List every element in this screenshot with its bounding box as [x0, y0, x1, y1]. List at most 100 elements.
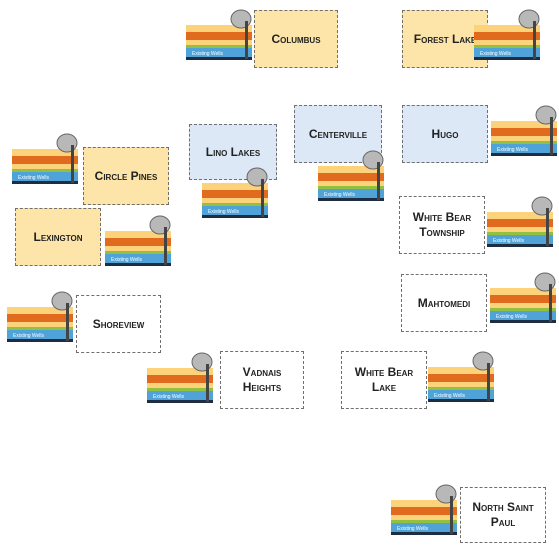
green-layer — [428, 387, 494, 390]
sand-layer-lower — [491, 136, 557, 141]
well-pipe — [377, 162, 380, 200]
city-box-mahtomedi: Mahtomedi — [401, 274, 487, 332]
sand-layer — [474, 25, 540, 32]
green-layer — [7, 327, 73, 330]
aquifer-layer — [391, 523, 457, 532]
green-layer — [491, 141, 557, 144]
green-layer — [147, 388, 213, 391]
aquifer-layer — [12, 172, 78, 181]
bedrock-layer — [7, 339, 73, 342]
city-label-vadnais-heights: Vadnais Heights — [242, 365, 282, 394]
well-pipe — [71, 145, 74, 183]
aquifer-layer — [318, 189, 384, 198]
sand-layer — [428, 367, 494, 374]
green-layer — [318, 186, 384, 189]
aquifer-layer — [474, 48, 540, 57]
well-cross-section-icon: Existing Wells — [147, 352, 213, 403]
well-pipe — [164, 227, 167, 265]
well-cross-section-icon: Existing Wells — [7, 291, 73, 342]
city-label-forest-lake: Forest Lake — [413, 31, 477, 46]
aquifer-layer — [428, 390, 494, 399]
bedrock-layer — [391, 532, 457, 535]
well-label: Existing Wells — [493, 238, 525, 244]
well-label: Existing Wells — [18, 175, 50, 181]
well-label: Existing Wells — [111, 257, 143, 263]
green-layer — [12, 169, 78, 172]
city-label-north-saint-paul: North Saint Paul — [472, 500, 534, 529]
green-layer — [474, 45, 540, 48]
city-label-white-bear-township: White Bear Township — [412, 210, 472, 239]
sand-layer — [147, 368, 213, 375]
clay-layer — [186, 32, 252, 40]
sand-layer — [487, 212, 553, 219]
clay-layer — [491, 128, 557, 136]
well-label: Existing Wells — [13, 333, 45, 339]
clay-layer — [428, 374, 494, 382]
clay-layer — [202, 190, 268, 198]
aquifer-layer — [487, 235, 553, 244]
well-cross-section-icon: Existing Wells — [474, 9, 540, 60]
green-layer — [186, 45, 252, 48]
well-label: Existing Wells — [153, 394, 185, 400]
clay-layer — [7, 314, 73, 322]
well-pipe — [450, 496, 453, 534]
well-cross-section-icon: Existing Wells — [318, 150, 384, 201]
bedrock-layer — [474, 57, 540, 60]
bedrock-layer — [491, 153, 557, 156]
city-box-hugo: Hugo — [402, 105, 488, 163]
sand-layer-lower — [147, 383, 213, 388]
well-label: Existing Wells — [496, 314, 528, 320]
well-pipe — [549, 284, 552, 322]
aquifer-layer — [490, 311, 556, 320]
well-cross-section-icon: Existing Wells — [202, 167, 268, 218]
well-pipe — [245, 21, 248, 59]
well-label: Existing Wells — [480, 51, 512, 57]
clay-layer — [105, 238, 171, 246]
bedrock-layer — [202, 215, 268, 218]
clay-layer — [12, 156, 78, 164]
city-label-mahtomedi: Mahtomedi — [417, 295, 471, 310]
bedrock-layer — [186, 57, 252, 60]
city-box-columbus: Columbus — [254, 10, 338, 68]
well-label: Existing Wells — [434, 393, 466, 399]
bedrock-layer — [428, 399, 494, 402]
sand-layer — [202, 183, 268, 190]
green-layer — [105, 251, 171, 254]
sand-layer-lower — [487, 227, 553, 232]
city-box-white-bear-township: White Bear Township — [399, 196, 485, 254]
well-cross-section-icon: Existing Wells — [105, 215, 171, 266]
city-label-shoreview: Shoreview — [92, 316, 145, 331]
clay-layer — [147, 375, 213, 383]
well-label: Existing Wells — [397, 526, 429, 532]
city-box-circle-pines: Circle Pines — [83, 147, 169, 205]
well-cross-section-icon: Existing Wells — [428, 351, 494, 402]
well-cross-section-icon: Existing Wells — [186, 9, 252, 60]
aquifer-layer — [491, 144, 557, 153]
sand-layer-lower — [318, 181, 384, 186]
sand-layer-lower — [490, 303, 556, 308]
sand-layer — [491, 121, 557, 128]
bedrock-layer — [105, 263, 171, 266]
sand-layer — [391, 500, 457, 507]
sand-layer — [105, 231, 171, 238]
city-label-centerville: Centerville — [308, 126, 368, 141]
city-box-vadnais-heights: Vadnais Heights — [220, 351, 304, 409]
sand-layer-lower — [391, 515, 457, 520]
well-pipe — [546, 208, 549, 246]
clay-layer — [487, 219, 553, 227]
well-label: Existing Wells — [208, 209, 240, 215]
city-box-lexington: Lexington — [15, 208, 101, 266]
well-cross-section-icon: Existing Wells — [487, 196, 553, 247]
well-label: Existing Wells — [324, 192, 356, 198]
well-label: Existing Wells — [192, 51, 224, 57]
aquifer-layer — [7, 330, 73, 339]
sand-layer-lower — [202, 198, 268, 203]
city-box-north-saint-paul: North Saint Paul — [460, 487, 546, 543]
well-cross-section-icon: Existing Wells — [490, 272, 556, 323]
green-layer — [487, 232, 553, 235]
green-layer — [490, 308, 556, 311]
green-layer — [202, 203, 268, 206]
well-pipe — [487, 363, 490, 401]
sand-layer-lower — [12, 164, 78, 169]
sand-layer-lower — [186, 40, 252, 45]
